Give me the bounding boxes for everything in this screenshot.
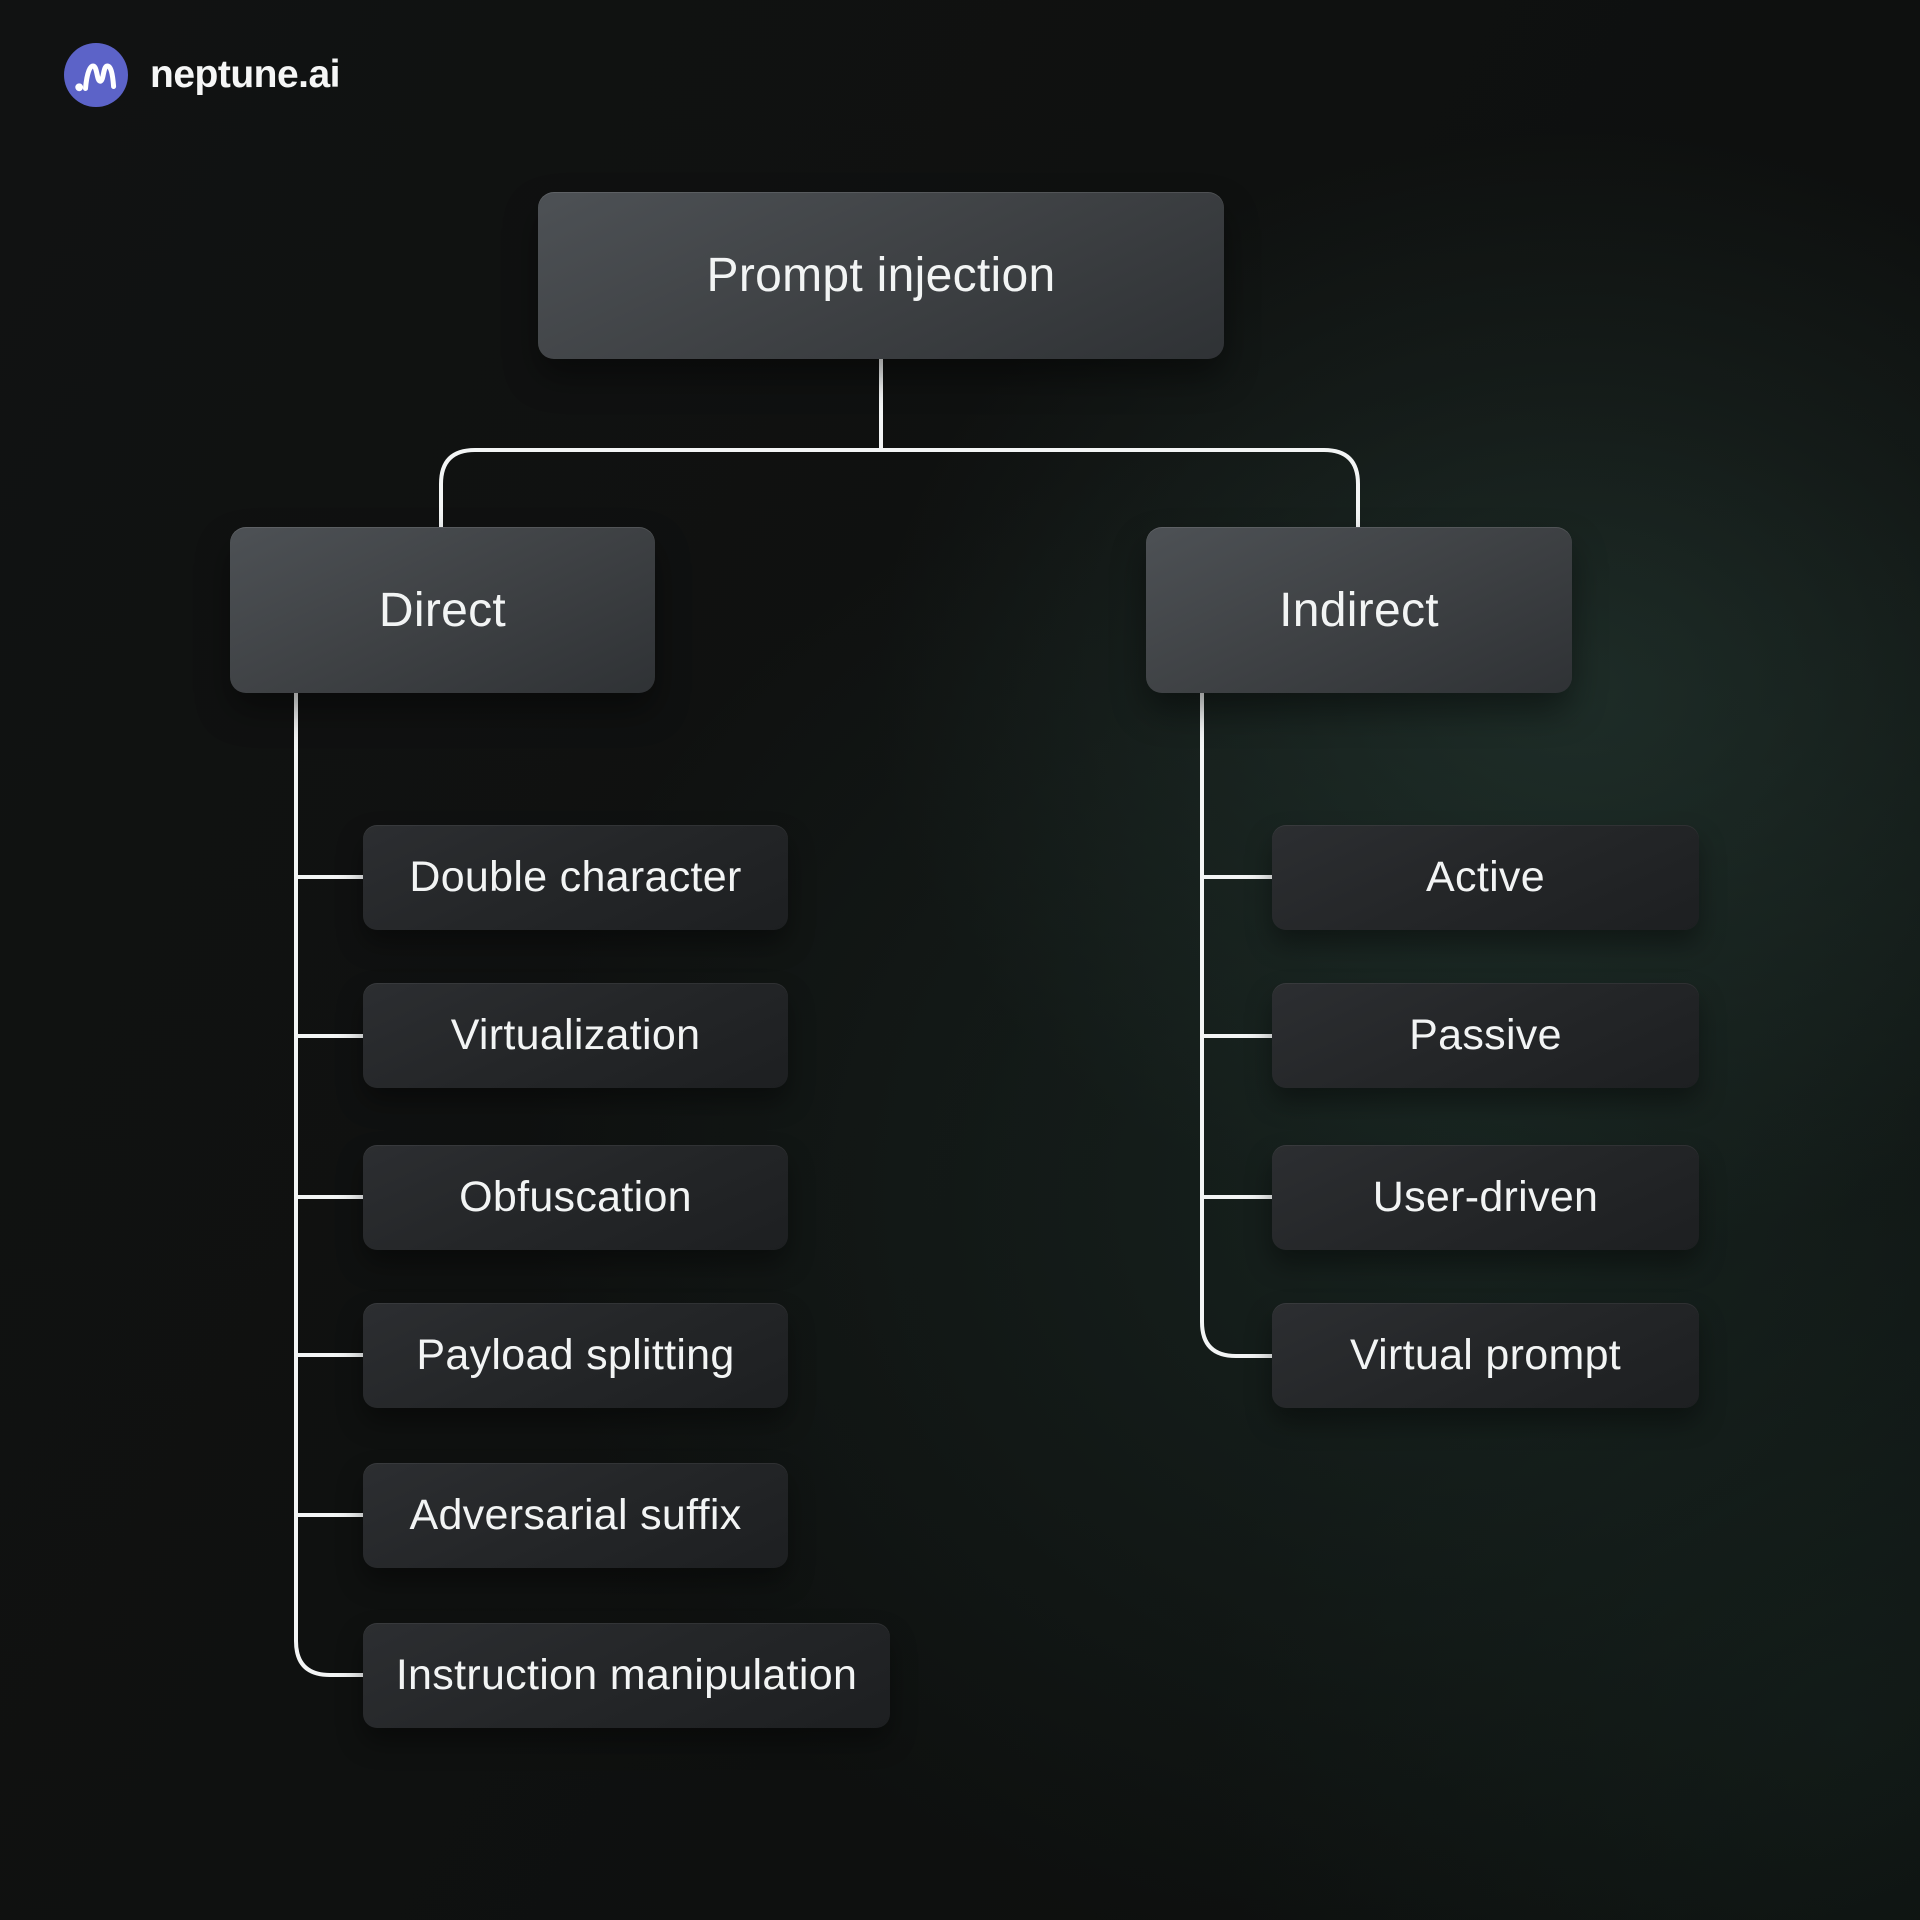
connector-root-split — [439, 448, 1360, 528]
node-passive: Passive — [1272, 983, 1699, 1088]
node-virtualization: Virtualization — [363, 983, 788, 1088]
node-prompt-injection: Prompt injection — [538, 192, 1224, 359]
node-indirect: Indirect — [1146, 527, 1572, 693]
node-obfuscation: Obfuscation — [363, 1145, 788, 1250]
node-user-driven: User-driven — [1272, 1145, 1699, 1250]
node-direct: Direct — [230, 527, 655, 693]
node-active: Active — [1272, 825, 1699, 930]
brand-name: neptune.ai — [150, 53, 341, 96]
node-double-character: Double character — [363, 825, 788, 930]
connector-indirect-trunk — [1200, 692, 1273, 1358]
connector-direct-trunk — [294, 692, 364, 1677]
brand: neptune.ai — [64, 43, 341, 107]
node-adversarial-suffix: Adversarial suffix — [363, 1463, 788, 1568]
node-payload-splitting: Payload splitting — [363, 1303, 788, 1408]
neptune-logo-icon — [64, 43, 128, 107]
node-instruction-manipulation: Instruction manipulation — [363, 1623, 890, 1728]
node-virtual-prompt: Virtual prompt — [1272, 1303, 1699, 1408]
